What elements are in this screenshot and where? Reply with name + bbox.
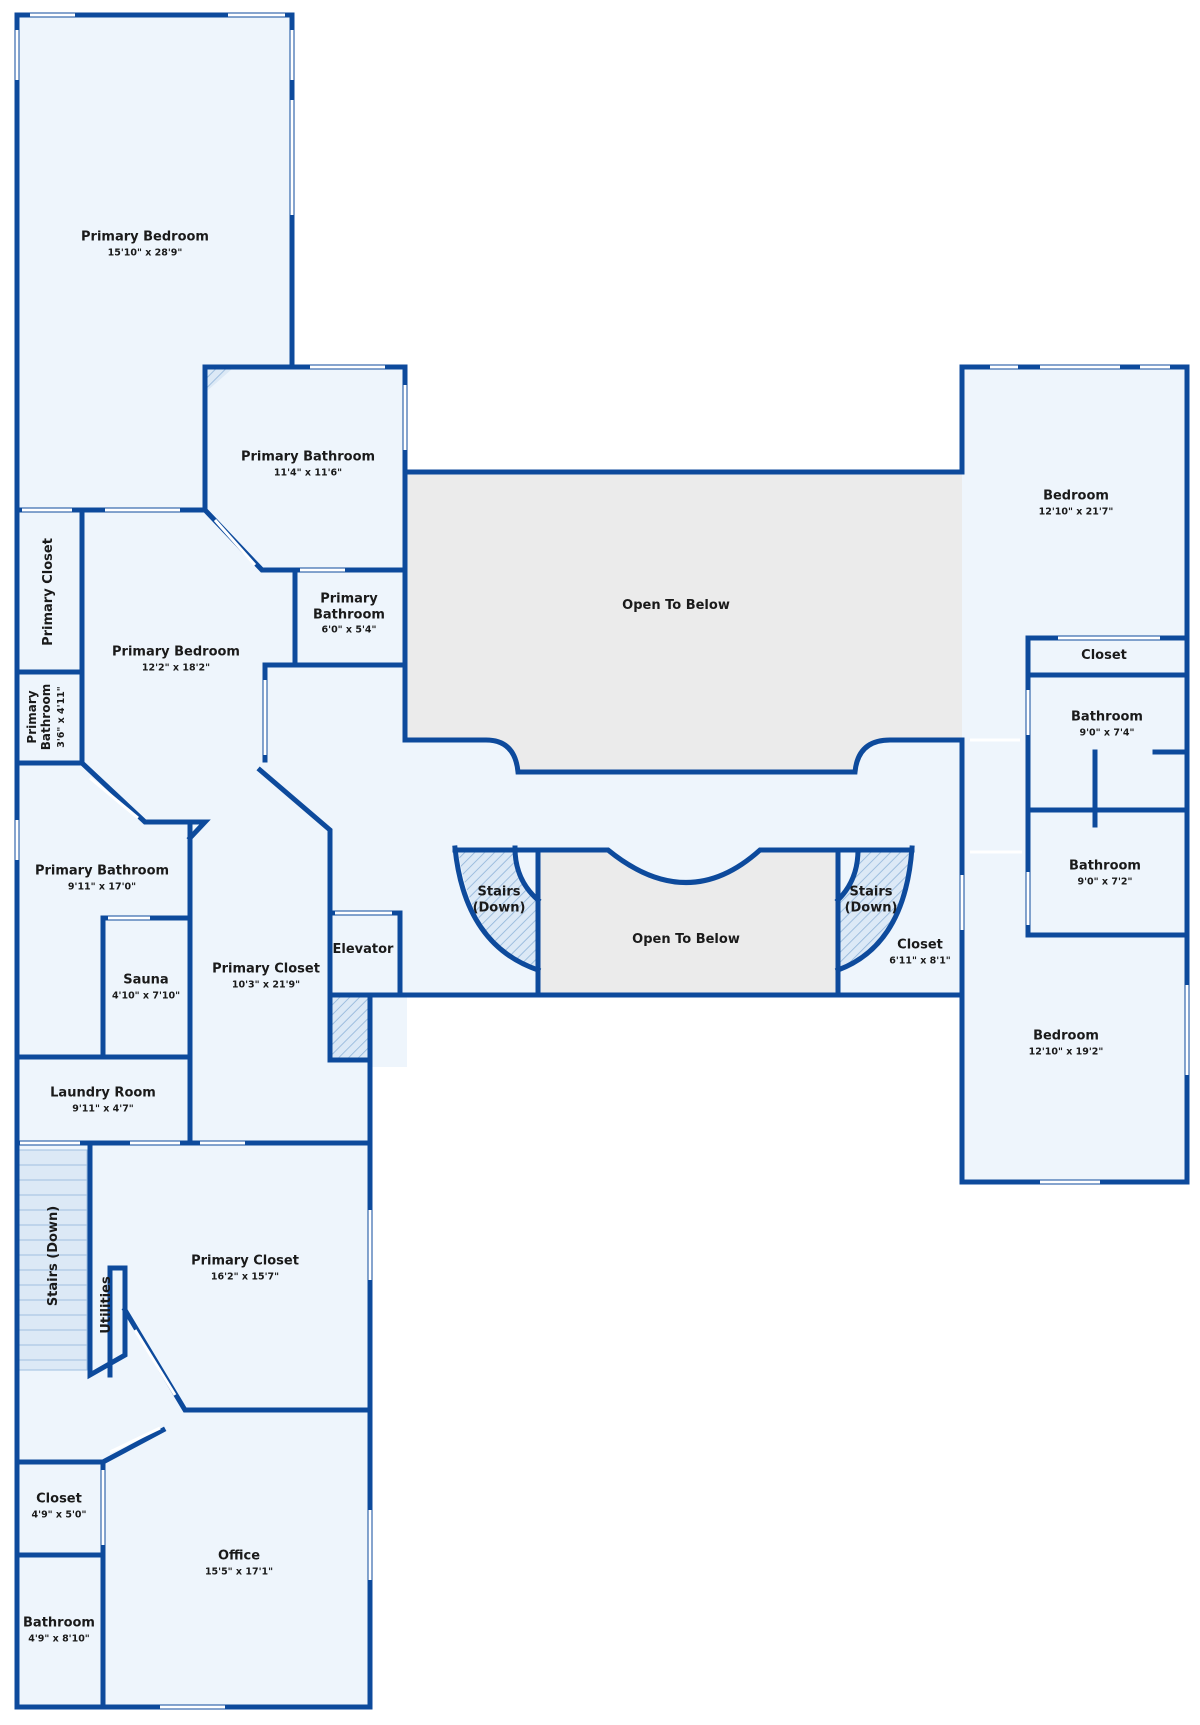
room-dimensions: 12'2" x 18'2": [141, 662, 211, 674]
room-name: Primary Bedroom: [112, 644, 240, 660]
room-dimensions: 9'0" x 7'2": [1077, 876, 1133, 888]
room-name: Primary Bathroom: [240, 449, 376, 465]
room-name: Primary Closet: [212, 961, 320, 977]
open-to-below-upper-area: [407, 472, 962, 772]
room-primary-closet-left: Primary Closet: [41, 538, 57, 646]
room-dimensions: 6'11" x 8'1": [889, 955, 951, 967]
room-closet-lower-left: Closet 4'9" x 5'0": [32, 1492, 87, 1521]
room-bathroom-lower-left: Bathroom 4'9" x 8'10": [23, 1616, 95, 1645]
room-dimensions: 9'0" x 7'4": [1079, 727, 1135, 739]
room-open-to-below-lower: Open To Below: [632, 932, 740, 948]
room-name: Primary Closet: [191, 1253, 299, 1269]
open-to-below-lower-area: [520, 852, 838, 993]
room-primary-closet-lower: Primary Closet 16'2" x 15'7": [191, 1254, 299, 1283]
room-name: Open To Below: [632, 932, 740, 948]
room-primary-bathroom-tiny: Primary Bathroom 3'6" x 4'11": [25, 682, 67, 752]
room-dimensions: 15'5" x 17'1": [204, 1566, 274, 1578]
room-dimensions: 12'10" x 19'2": [1028, 1046, 1104, 1058]
floor-fills: [17, 15, 1187, 1707]
room-name: Utilities: [99, 1276, 115, 1334]
room-name: Office: [217, 1548, 261, 1564]
room-name: Primary Closet: [41, 538, 57, 646]
room-stairs-down-right: Stairs (Down): [841, 884, 901, 915]
room-dimensions: 9'11" x 17'0": [67, 881, 137, 893]
room-name: Laundry Room: [50, 1085, 156, 1101]
room-elevator: Elevator: [333, 942, 394, 958]
room-primary-bathroom-upper: Primary Bathroom 11'4" x 11'6": [241, 450, 375, 479]
room-dimensions: 4'10" x 7'10": [111, 990, 181, 1002]
walls: [14, 12, 1190, 1710]
stairs-right-hatch: [838, 850, 912, 970]
room-dimensions: 10'3" x 21'9": [231, 979, 301, 991]
room-name: Bathroom: [1069, 858, 1141, 874]
room-name: Bathroom: [1071, 709, 1143, 725]
windows: [15, 13, 1189, 1709]
room-bedroom-right-lower: Bedroom 12'10" x 19'2": [1029, 1029, 1104, 1058]
room-name: Elevator: [332, 942, 394, 958]
room-dimensions: 11'4" x 11'6": [273, 467, 343, 479]
room-open-to-below-upper: Open To Below: [622, 598, 730, 614]
room-office: Office 15'5" x 17'1": [205, 1549, 273, 1578]
room-name: Stairs (Down): [844, 884, 898, 915]
room-primary-closet-center: Primary Closet 10'3" x 21'9": [212, 962, 320, 991]
room-closet-right: Closet: [1081, 648, 1127, 664]
shaft-hatch: [330, 995, 368, 1059]
room-primary-bedroom-top: Primary Bedroom 15'10" x 28'9": [81, 230, 209, 259]
room-dimensions: 4'9" x 8'10": [28, 1633, 90, 1645]
room-dimensions: 16'2" x 15'7": [210, 1271, 280, 1283]
room-closet-center-right: Closet 6'11" x 8'1": [889, 938, 951, 967]
room-dimensions: 6'0" x 5'4": [321, 624, 377, 636]
room-name: Bedroom: [1033, 1028, 1099, 1044]
room-name: Open To Below: [622, 598, 730, 614]
room-stairs-down-vertical: Stairs (Down): [46, 1206, 62, 1306]
room-stairs-down-left: Stairs (Down): [469, 884, 529, 915]
corner-hatch: [207, 369, 232, 391]
room-laundry-room: Laundry Room 9'11" x 4'7": [50, 1086, 156, 1115]
room-dimensions: 12'10" x 21'7": [1038, 506, 1114, 518]
room-bedroom-right-upper: Bedroom 12'10" x 21'7": [1039, 489, 1114, 518]
stairs-vertical-treads: [18, 1149, 88, 1371]
room-name: Closet: [36, 1491, 82, 1507]
room-name: Closet: [897, 937, 943, 953]
room-name: Closet: [1081, 648, 1127, 664]
room-name: Bedroom: [1043, 488, 1109, 504]
room-utilities: Utilities: [99, 1276, 115, 1333]
room-name: Sauna: [123, 972, 169, 988]
stairs-left-hatch: [458, 848, 538, 970]
room-name: Primary Bedroom: [81, 229, 209, 245]
room-dimensions: 15'10" x 28'9": [107, 247, 183, 259]
room-name: Primary Bathroom: [34, 863, 170, 879]
room-name: Stairs (Down): [46, 1205, 62, 1307]
room-dimensions: 9'11" x 4'7": [72, 1103, 134, 1115]
room-sauna: Sauna 4'10" x 7'10": [112, 973, 180, 1002]
room-name: Bathroom: [23, 1615, 95, 1631]
room-name: Primary Bathroom: [24, 683, 54, 751]
room-bathroom-right-upper: Bathroom 9'0" x 7'4": [1071, 710, 1143, 739]
room-dimensions: 3'6" x 4'11": [55, 686, 67, 748]
room-primary-bathroom-left: Primary Bathroom 9'11" x 17'0": [35, 864, 169, 893]
room-bathroom-right-lower: Bathroom 9'0" x 7'2": [1069, 859, 1141, 888]
room-primary-bathroom-small: Primary Bathroom 6'0" x 5'4": [309, 592, 389, 637]
room-name: Stairs (Down): [472, 884, 526, 915]
room-name: Primary Bathroom: [313, 591, 385, 623]
room-dimensions: 4'9" x 5'0": [31, 1509, 87, 1521]
room-primary-bedroom-middle: Primary Bedroom 12'2" x 18'2": [112, 645, 240, 674]
